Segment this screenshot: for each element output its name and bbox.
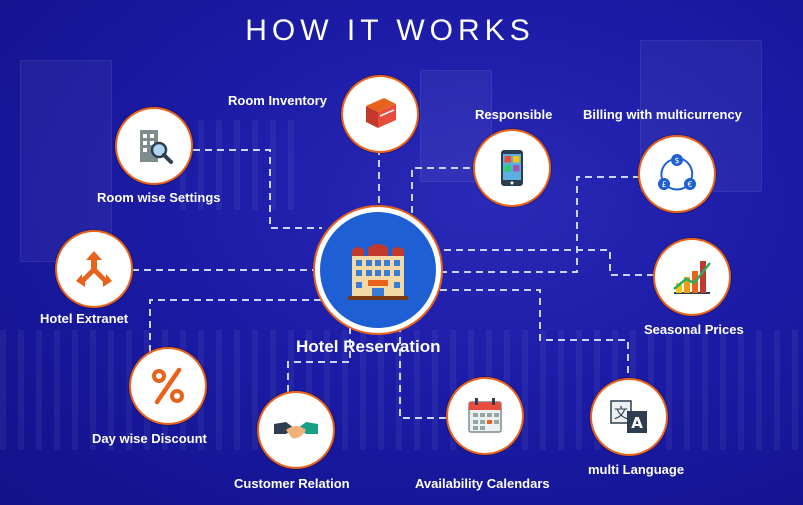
bg-building: [20, 60, 112, 262]
handshake-icon: [274, 422, 318, 439]
split-arrows-icon: [76, 251, 112, 287]
connector-responsible: [411, 167, 470, 215]
translate-icon: 文 A: [610, 400, 647, 433]
availability-node: [451, 382, 519, 450]
seasonal-prices-label: Seasonal Prices: [644, 322, 744, 337]
connector-multi-language: [436, 289, 629, 385]
billing-node: $ £ €: [643, 140, 711, 208]
room-inventory-label: Room Inventory: [228, 93, 327, 108]
room-inventory-node: [346, 80, 414, 148]
bg-window-pattern: [180, 120, 300, 210]
percent-icon: [152, 367, 184, 405]
availability-label: Availability Calendars: [415, 476, 550, 491]
hotel-extranet-label: Hotel Extranet: [40, 311, 129, 326]
currency-exchange-icon: $ £ €: [658, 154, 696, 191]
multi-language-label: multi Language: [588, 462, 685, 477]
calendar-icon: [468, 398, 502, 433]
room-settings-label: Room wise Settings: [97, 190, 221, 205]
svg-text:€: €: [687, 180, 692, 189]
bar-chart-icon: [673, 261, 711, 294]
connector-customer-relation: [287, 326, 351, 392]
hotel-extranet-node: [60, 235, 128, 303]
svg-text:A: A: [631, 414, 643, 432]
connector-day-discount: [149, 299, 330, 352]
mobile-app-icon: [501, 150, 523, 186]
responsible-node: [478, 134, 546, 202]
seasonal-prices-node: [658, 243, 726, 311]
connector-billing: [440, 176, 640, 273]
book-icon: [366, 98, 396, 128]
svg-text:$: $: [674, 156, 679, 165]
page-title: HOW IT WORKS: [245, 14, 535, 47]
connector-availability: [399, 330, 446, 419]
day-discount-label: Day wise Discount: [92, 431, 207, 446]
hotel-reservation-label: Hotel Reservation: [296, 337, 441, 356]
responsible-label: Responsible: [475, 107, 553, 122]
room-settings-node: [120, 112, 188, 180]
bg-street: [0, 330, 803, 450]
hotel-reservation-node: [320, 212, 436, 328]
hotel-building-icon: [348, 244, 408, 300]
customer-relation-node: [262, 396, 330, 464]
connector-room-settings: [193, 149, 322, 229]
svg-text:£: £: [661, 180, 666, 189]
customer-relation-label: Customer Relation: [234, 476, 350, 491]
day-discount-node: [134, 352, 202, 420]
building-search-icon: [140, 130, 173, 164]
svg-text:文: 文: [614, 406, 628, 422]
billing-label: Billing with multicurrency: [583, 107, 742, 122]
connector-seasonal-prices: [440, 249, 654, 276]
multi-language-node: 文 A: [595, 383, 663, 451]
